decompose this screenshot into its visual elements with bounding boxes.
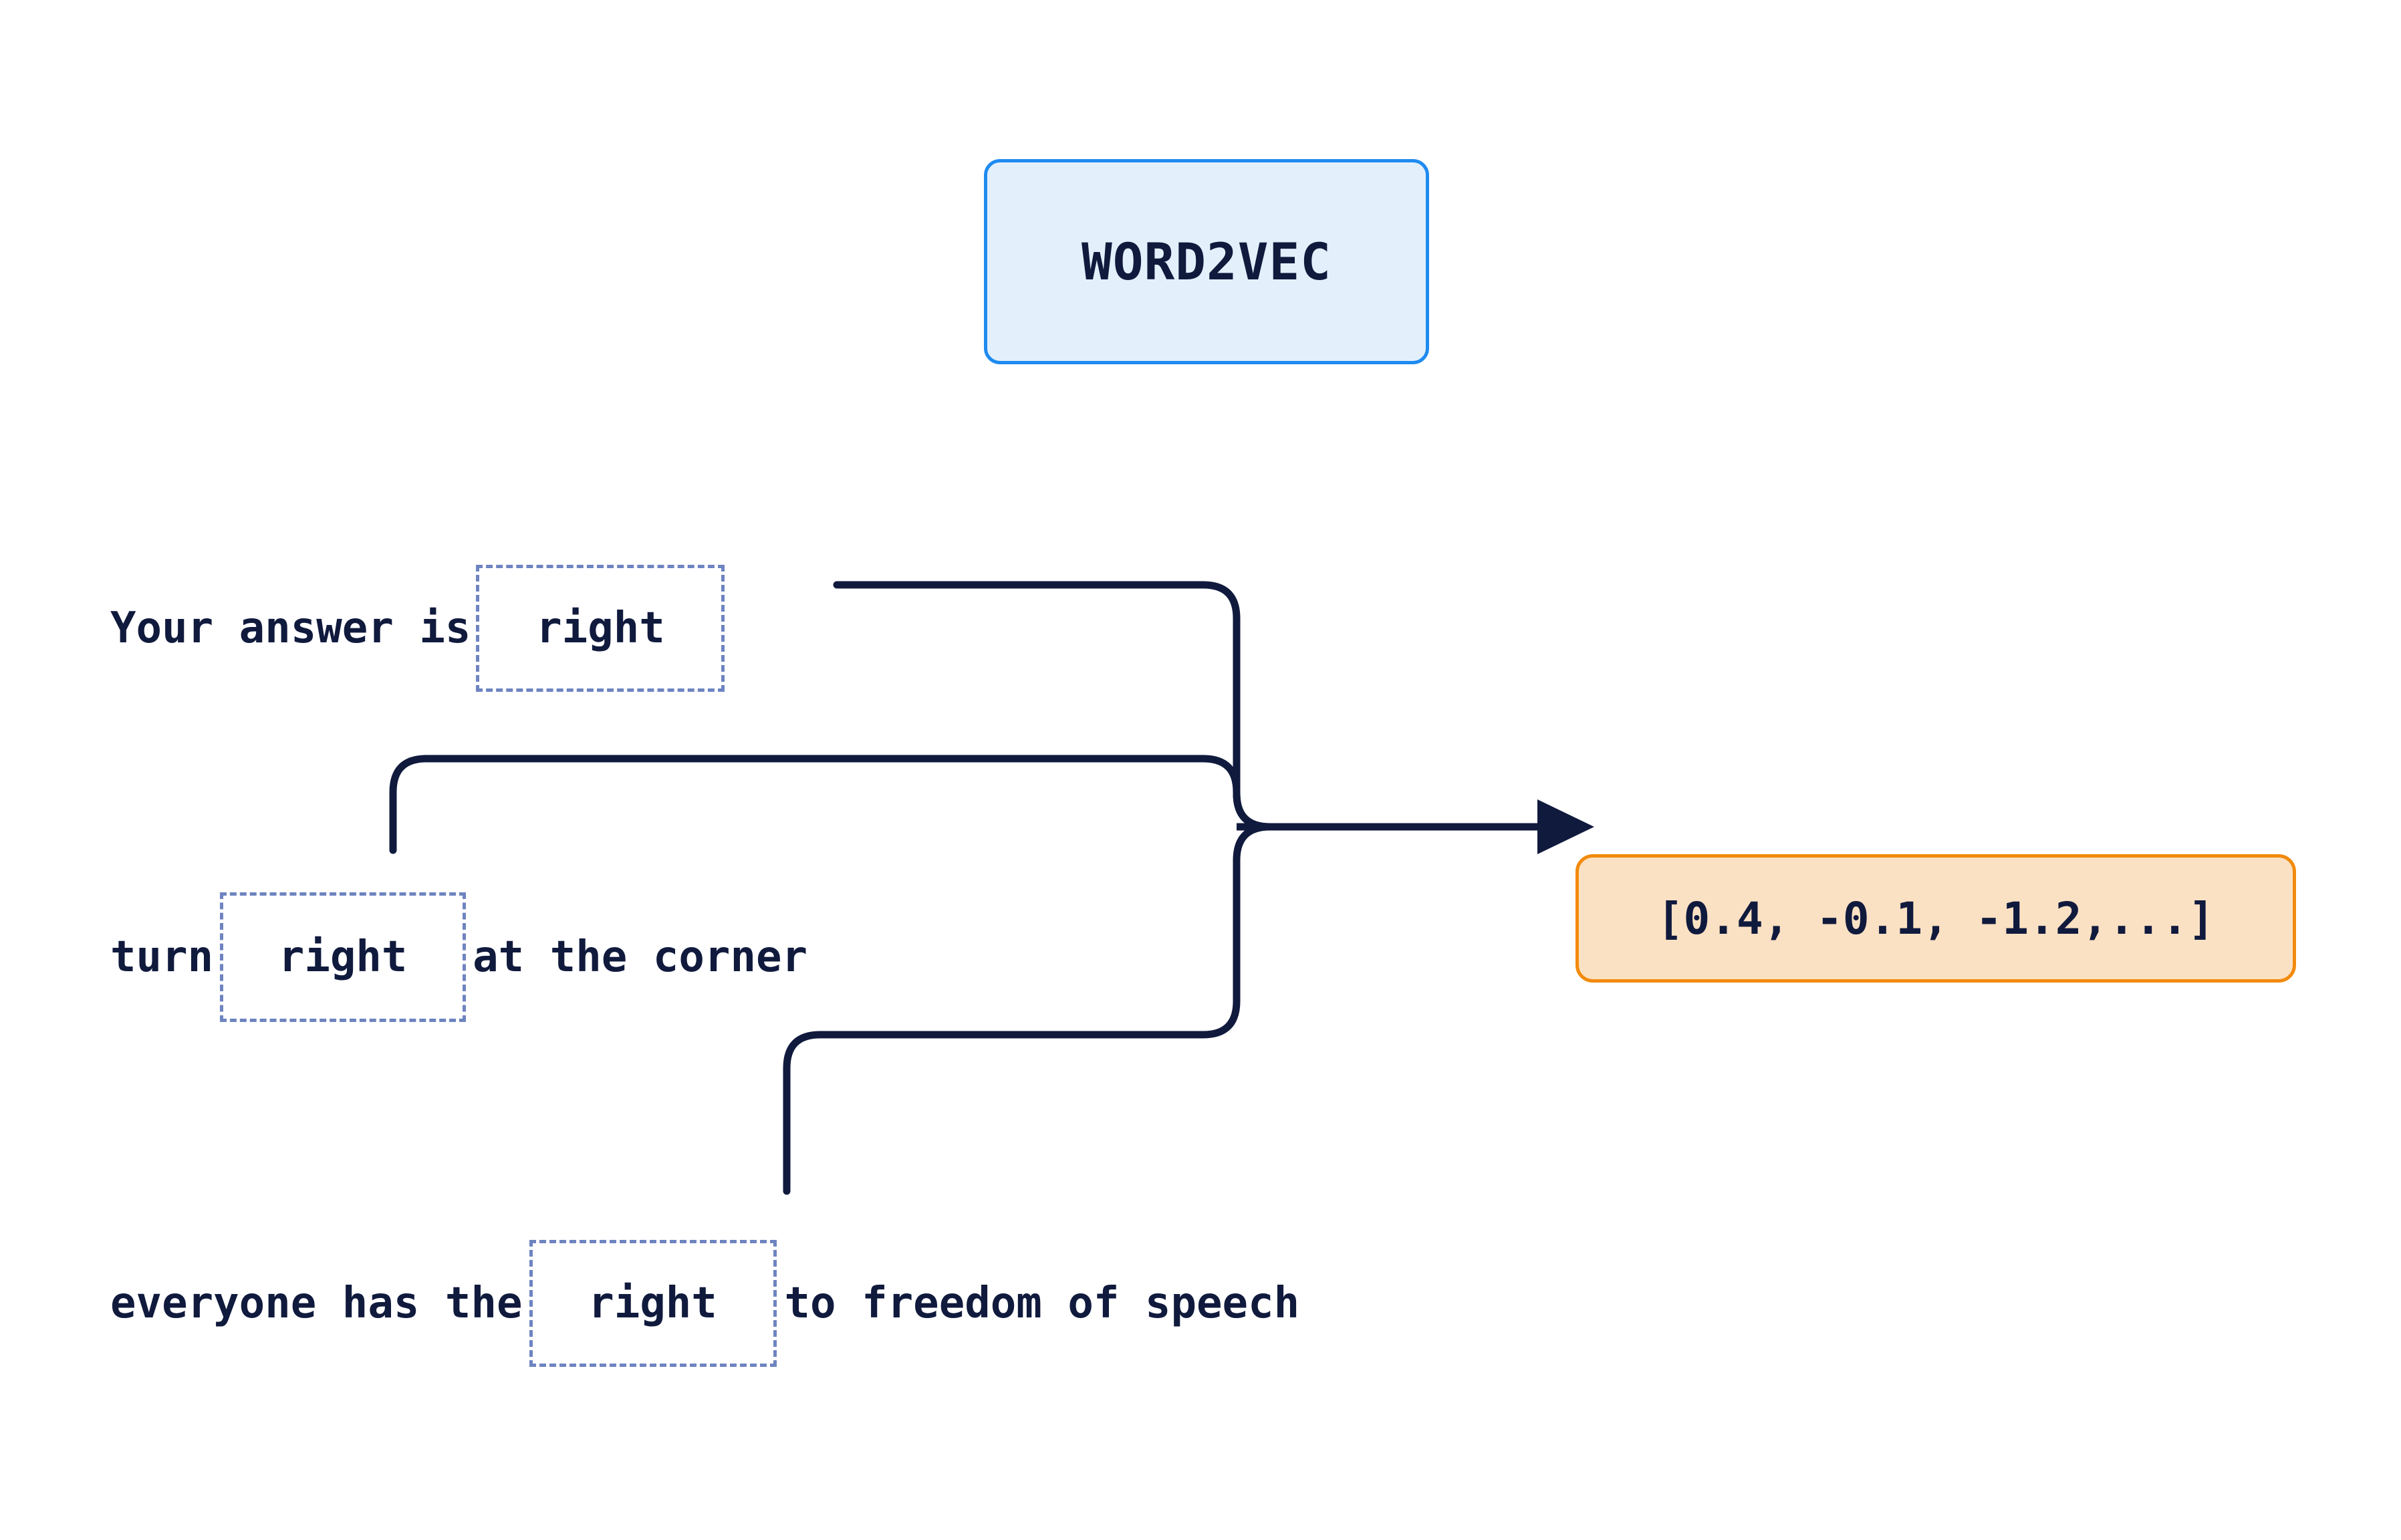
arrow-head-icon xyxy=(1537,799,1594,854)
word2vec-model-label: WORD2VEC xyxy=(1081,232,1332,291)
focus-word-box-3[interactable]: right xyxy=(529,1240,777,1367)
sentence-2-suffix: at the corner xyxy=(473,932,808,982)
embedding-vector-box: [0.4, -0.1, -1.2,...] xyxy=(1575,854,2296,983)
sentence-1-prefix: Your answer is xyxy=(110,604,471,653)
focus-word-box-2[interactable]: right xyxy=(220,892,467,1022)
sentence-2-prefix: turn xyxy=(110,932,214,982)
connector-sentence-3 xyxy=(783,823,1274,1195)
connector-sentence-2 xyxy=(389,755,1274,854)
embedding-vector-label: [0.4, -0.1, -1.2,...] xyxy=(1656,892,2215,944)
sentence-row-3: everyone has the right to freedom of spe… xyxy=(110,1240,1299,1367)
sentence-row-1: Your answer is right xyxy=(110,565,725,692)
connector-sentence-1 xyxy=(833,581,1274,831)
sentence-3-suffix: to freedom of speech xyxy=(784,1279,1300,1328)
focus-word-label-3: right xyxy=(588,1279,717,1328)
focus-word-label-1: right xyxy=(536,604,665,653)
word2vec-model-box: WORD2VEC xyxy=(984,159,1429,364)
focus-word-box-1[interactable]: right xyxy=(476,565,725,692)
sentence-3-prefix: everyone has the xyxy=(110,1279,523,1328)
sentence-row-2: turn right at the corner xyxy=(110,892,807,1022)
focus-word-label-2: right xyxy=(278,932,408,982)
